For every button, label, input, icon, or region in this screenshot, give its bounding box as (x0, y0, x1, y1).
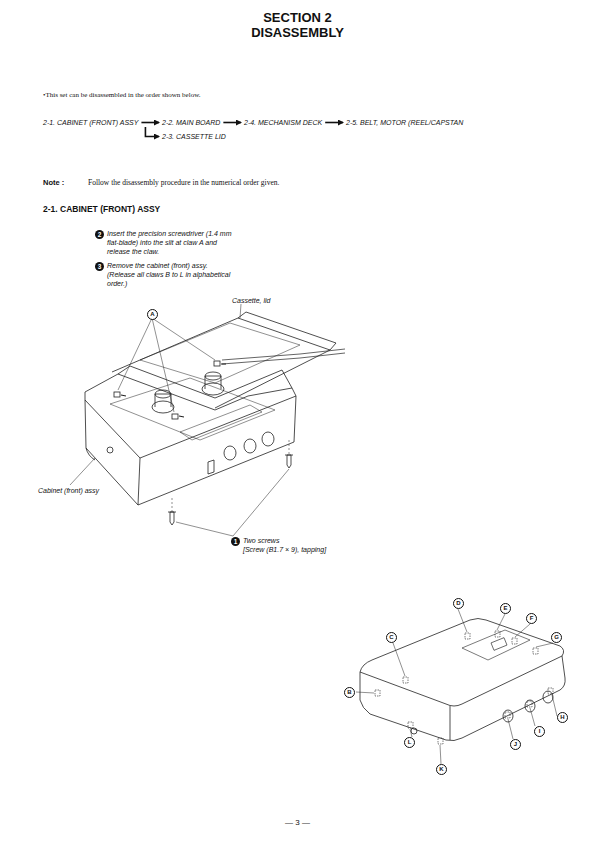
step-name: 2-2. MAIN BOARD (162, 118, 220, 127)
section-title: SECTION 2 DISASSEMBLY (0, 10, 595, 40)
step-name: 2-4. MECHANISM DECK (244, 118, 322, 127)
part-name: Two screws (243, 536, 279, 545)
claw-letter: K (436, 764, 447, 775)
claw-letter: H (557, 712, 568, 723)
callout-number: 3 (95, 262, 104, 271)
flow-step: 2-4. MECHANISM DECK (244, 118, 322, 127)
claw-letter: J (510, 739, 521, 750)
intro-note: •This set can be disassembled in the ord… (43, 91, 201, 99)
step-text: Remove the cabinet (front) assy. (Releas… (107, 261, 235, 288)
step-text: Insert the precision screwdriver (1.4 mm… (107, 229, 235, 256)
step-name: 2-5. BELT, MOTOR (REEL/CAPSTAN (346, 118, 463, 127)
step-name: 2-3. CASSETTE LID (162, 132, 226, 141)
flow-arrow (325, 122, 343, 124)
page-number: — 3 — (0, 818, 595, 827)
claw-letter: E (500, 603, 511, 614)
flow-arrow (145, 127, 159, 137)
step-name: 2-1. CABINET (FRONT) ASSY (43, 118, 138, 127)
flow-step: 2-3. CASSETTE LID (162, 132, 226, 141)
claw-letter: L (404, 737, 415, 748)
claw-letter: G (551, 632, 562, 643)
claw-letter: I (534, 726, 545, 737)
callout-number: 1 (231, 537, 240, 546)
claw-letter: C (386, 632, 397, 643)
cassette-player-open (70, 304, 345, 536)
claw-letter: A (147, 309, 158, 320)
claw-letter: B (344, 687, 355, 698)
claw-letter: F (526, 613, 537, 624)
flow-step: 2-1. CABINET (FRONT) ASSY (43, 118, 138, 127)
section-heading: 2-1. CABINET (FRONT) ASSY (43, 204, 160, 214)
flow-arrow (223, 122, 241, 124)
callout-number: 2 (95, 230, 104, 239)
cassette-player-closed (356, 609, 565, 764)
note-text: Follow the disassembly procedure in the … (88, 178, 279, 187)
part-name: Cassette, lid (232, 296, 271, 305)
note-label: Note : (43, 178, 64, 187)
part-name: [Screw (B1.7 × 9), tapping] (243, 545, 326, 554)
flow-arrow (141, 122, 159, 124)
part-name: Cabinet (front) assy (38, 486, 99, 495)
flow-step: 2-5. BELT, MOTOR (REEL/CAPSTAN (346, 118, 463, 127)
flow-step: 2-2. MAIN BOARD (162, 118, 220, 127)
claw-letter: D (453, 598, 464, 609)
